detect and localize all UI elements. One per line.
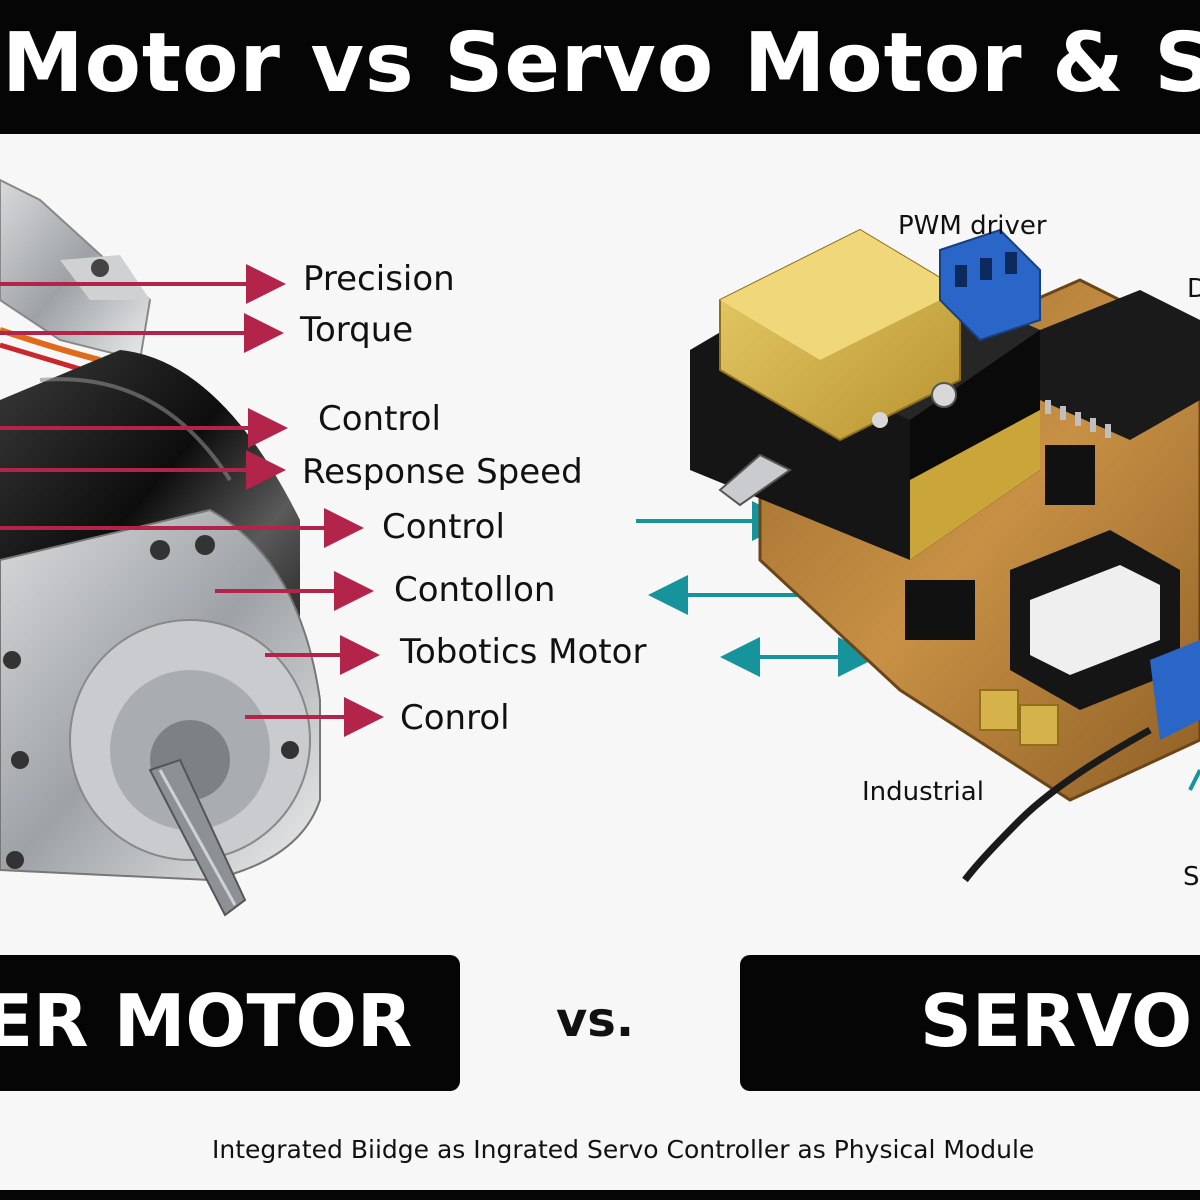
label-torque: Torque bbox=[300, 310, 414, 350]
label-control-2: Control bbox=[382, 507, 505, 547]
label-pwm-driver: PWM driver bbox=[898, 211, 1047, 241]
label-control-1: Control bbox=[318, 399, 441, 439]
label-conrol: Conrol bbox=[400, 698, 510, 738]
edge-arrow bbox=[1188, 769, 1200, 791]
label-industrial: Industrial bbox=[862, 777, 984, 807]
label-edge-d: D bbox=[1187, 274, 1200, 304]
bottom-bar bbox=[0, 1190, 1200, 1200]
servo-motor-label-box: SERVO M bbox=[740, 955, 1200, 1091]
stepper-motor-label: ER MOTOR bbox=[0, 979, 413, 1063]
vs-label: vs. bbox=[556, 992, 635, 1048]
servo-motor-label: SERVO M bbox=[920, 979, 1200, 1063]
label-precision: Precision bbox=[303, 259, 455, 299]
caption: Integrated Biidge as Ingrated Servo Cont… bbox=[212, 1135, 1035, 1164]
label-edge-s: S bbox=[1183, 862, 1200, 892]
label-contollon: Contollon bbox=[394, 570, 556, 610]
left-arrows bbox=[0, 264, 384, 737]
page-title: Motor vs Servo Motor & Step bbox=[2, 16, 1200, 111]
title-banner: Motor vs Servo Motor & Step bbox=[0, 0, 1200, 134]
label-response-speed: Response Speed bbox=[302, 452, 583, 492]
label-tobotics-motor: Tobotics Motor bbox=[400, 632, 647, 672]
stepper-motor-label-box: ER MOTOR bbox=[0, 955, 460, 1091]
servo-controller-image bbox=[690, 228, 1200, 883]
stepper-motor-image bbox=[0, 178, 321, 917]
